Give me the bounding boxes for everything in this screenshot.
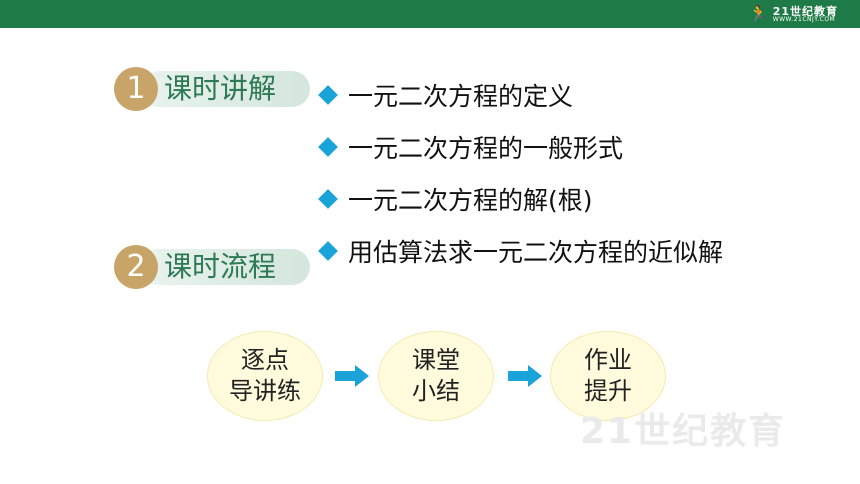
diamond-bullet-icon: [318, 137, 338, 157]
section-number-badge: 2: [114, 245, 158, 289]
brand-name: 21世纪教育: [772, 4, 838, 18]
topic-text: 用估算法求一元二次方程的近似解: [348, 238, 724, 267]
section-lesson-explanation: 1 课时讲解: [114, 67, 314, 111]
topic-text: 一元二次方程的定义: [348, 82, 574, 111]
brand-text: 21世纪教育 WWW.21CNJY.COM: [773, 6, 838, 23]
topic-item: 一元二次方程的解(根): [318, 182, 838, 216]
flow-step-label: 课堂 小结: [412, 346, 460, 405]
flow-step-practice: 逐点 导讲练: [207, 331, 323, 421]
watermark-logo: 21世纪教育: [580, 411, 787, 452]
diamond-bullet-icon: [318, 85, 338, 105]
runner-logo-icon: 🏃: [748, 4, 769, 23]
topic-text: 一元二次方程的一般形式: [348, 134, 624, 163]
topic-item: 用估算法求一元二次方程的近似解: [318, 234, 838, 268]
section-title: 课时流程: [164, 250, 277, 283]
section-title: 课时讲解: [164, 72, 277, 105]
topic-item: 一元二次方程的一般形式: [318, 130, 838, 164]
diamond-bullet-icon: [318, 189, 338, 209]
right-arrow-icon: [335, 365, 369, 387]
flow-step-summary: 课堂 小结: [378, 331, 494, 421]
brand-logo: 🏃 21世纪教育 WWW.21CNJY.COM: [749, 3, 838, 25]
topic-text: 一元二次方程的解(根): [348, 186, 593, 215]
topic-list: 一元二次方程的定义 一元二次方程的一般形式 一元二次方程的解(根) 用估算法求一…: [318, 78, 838, 286]
section-pill-background: [140, 249, 310, 285]
brand-url: WWW.21CNJY.COM: [772, 15, 836, 23]
section-pill-background: [140, 71, 310, 107]
right-arrow-icon: [508, 365, 542, 387]
flow-step-label: 作业 提升: [584, 346, 632, 405]
flow-step-homework: 作业 提升: [550, 331, 666, 421]
diamond-bullet-icon: [318, 241, 338, 261]
flow-step-label: 逐点 导讲练: [229, 346, 301, 405]
top-bar: 🏃 21世纪教育 WWW.21CNJY.COM: [0, 0, 860, 28]
section-number-badge: 1: [114, 67, 158, 111]
topic-item: 一元二次方程的定义: [318, 78, 838, 112]
section-lesson-flow: 2 课时流程: [114, 245, 314, 289]
